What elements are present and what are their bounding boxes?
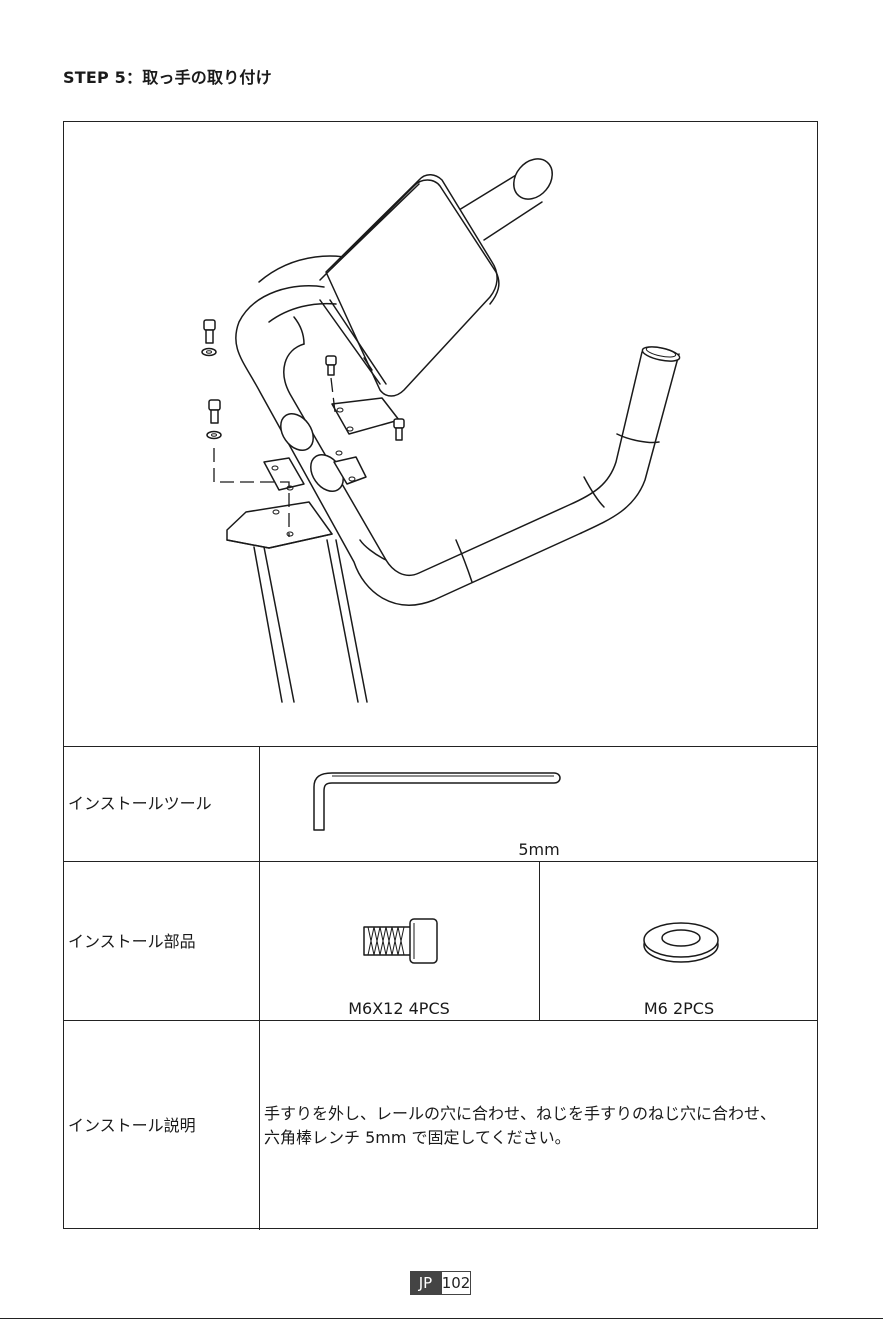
table-divider: [64, 1020, 817, 1021]
step-title: STEP 5：取っ手の取り付け: [63, 64, 272, 88]
column-divider: [259, 746, 260, 1230]
table-divider: [64, 861, 817, 862]
tool-caption: 5mm: [494, 840, 584, 859]
description-line: 六角棒レンチ 5mm で固定してください。: [264, 1126, 816, 1150]
parts-row-label: インストール部品: [68, 932, 196, 952]
installation-description: 手すりを外し、レールの穴に合わせ、ねじを手すりのねじ穴に合わせ、 六角棒レンチ …: [264, 1102, 816, 1150]
handlebar-assembly-illustration: [64, 122, 819, 747]
bolt-caption: M6X12 4PCS: [314, 999, 484, 1018]
washer-icon: [639, 920, 724, 965]
description-line: 手すりを外し、レールの穴に合わせ、ねじを手すりのねじ穴に合わせ、: [264, 1102, 816, 1126]
washer-caption: M6 2PCS: [619, 999, 739, 1018]
table-divider: [64, 746, 817, 747]
column-divider: [539, 861, 540, 1020]
bolt-icon: [362, 917, 442, 967]
tool-row-label: インストールツール: [68, 794, 212, 814]
description-row-label: インストール説明: [68, 1116, 196, 1136]
page-number: 102: [441, 1271, 471, 1295]
hex-key-icon: [304, 767, 574, 837]
page-footer: JP 102: [410, 1271, 471, 1295]
language-badge: JP: [410, 1271, 441, 1295]
instruction-frame: インストールツール 5mm インストール部品 M6X12 4PCS M6 2PC…: [63, 121, 818, 1229]
bottom-rule: [0, 1318, 883, 1319]
